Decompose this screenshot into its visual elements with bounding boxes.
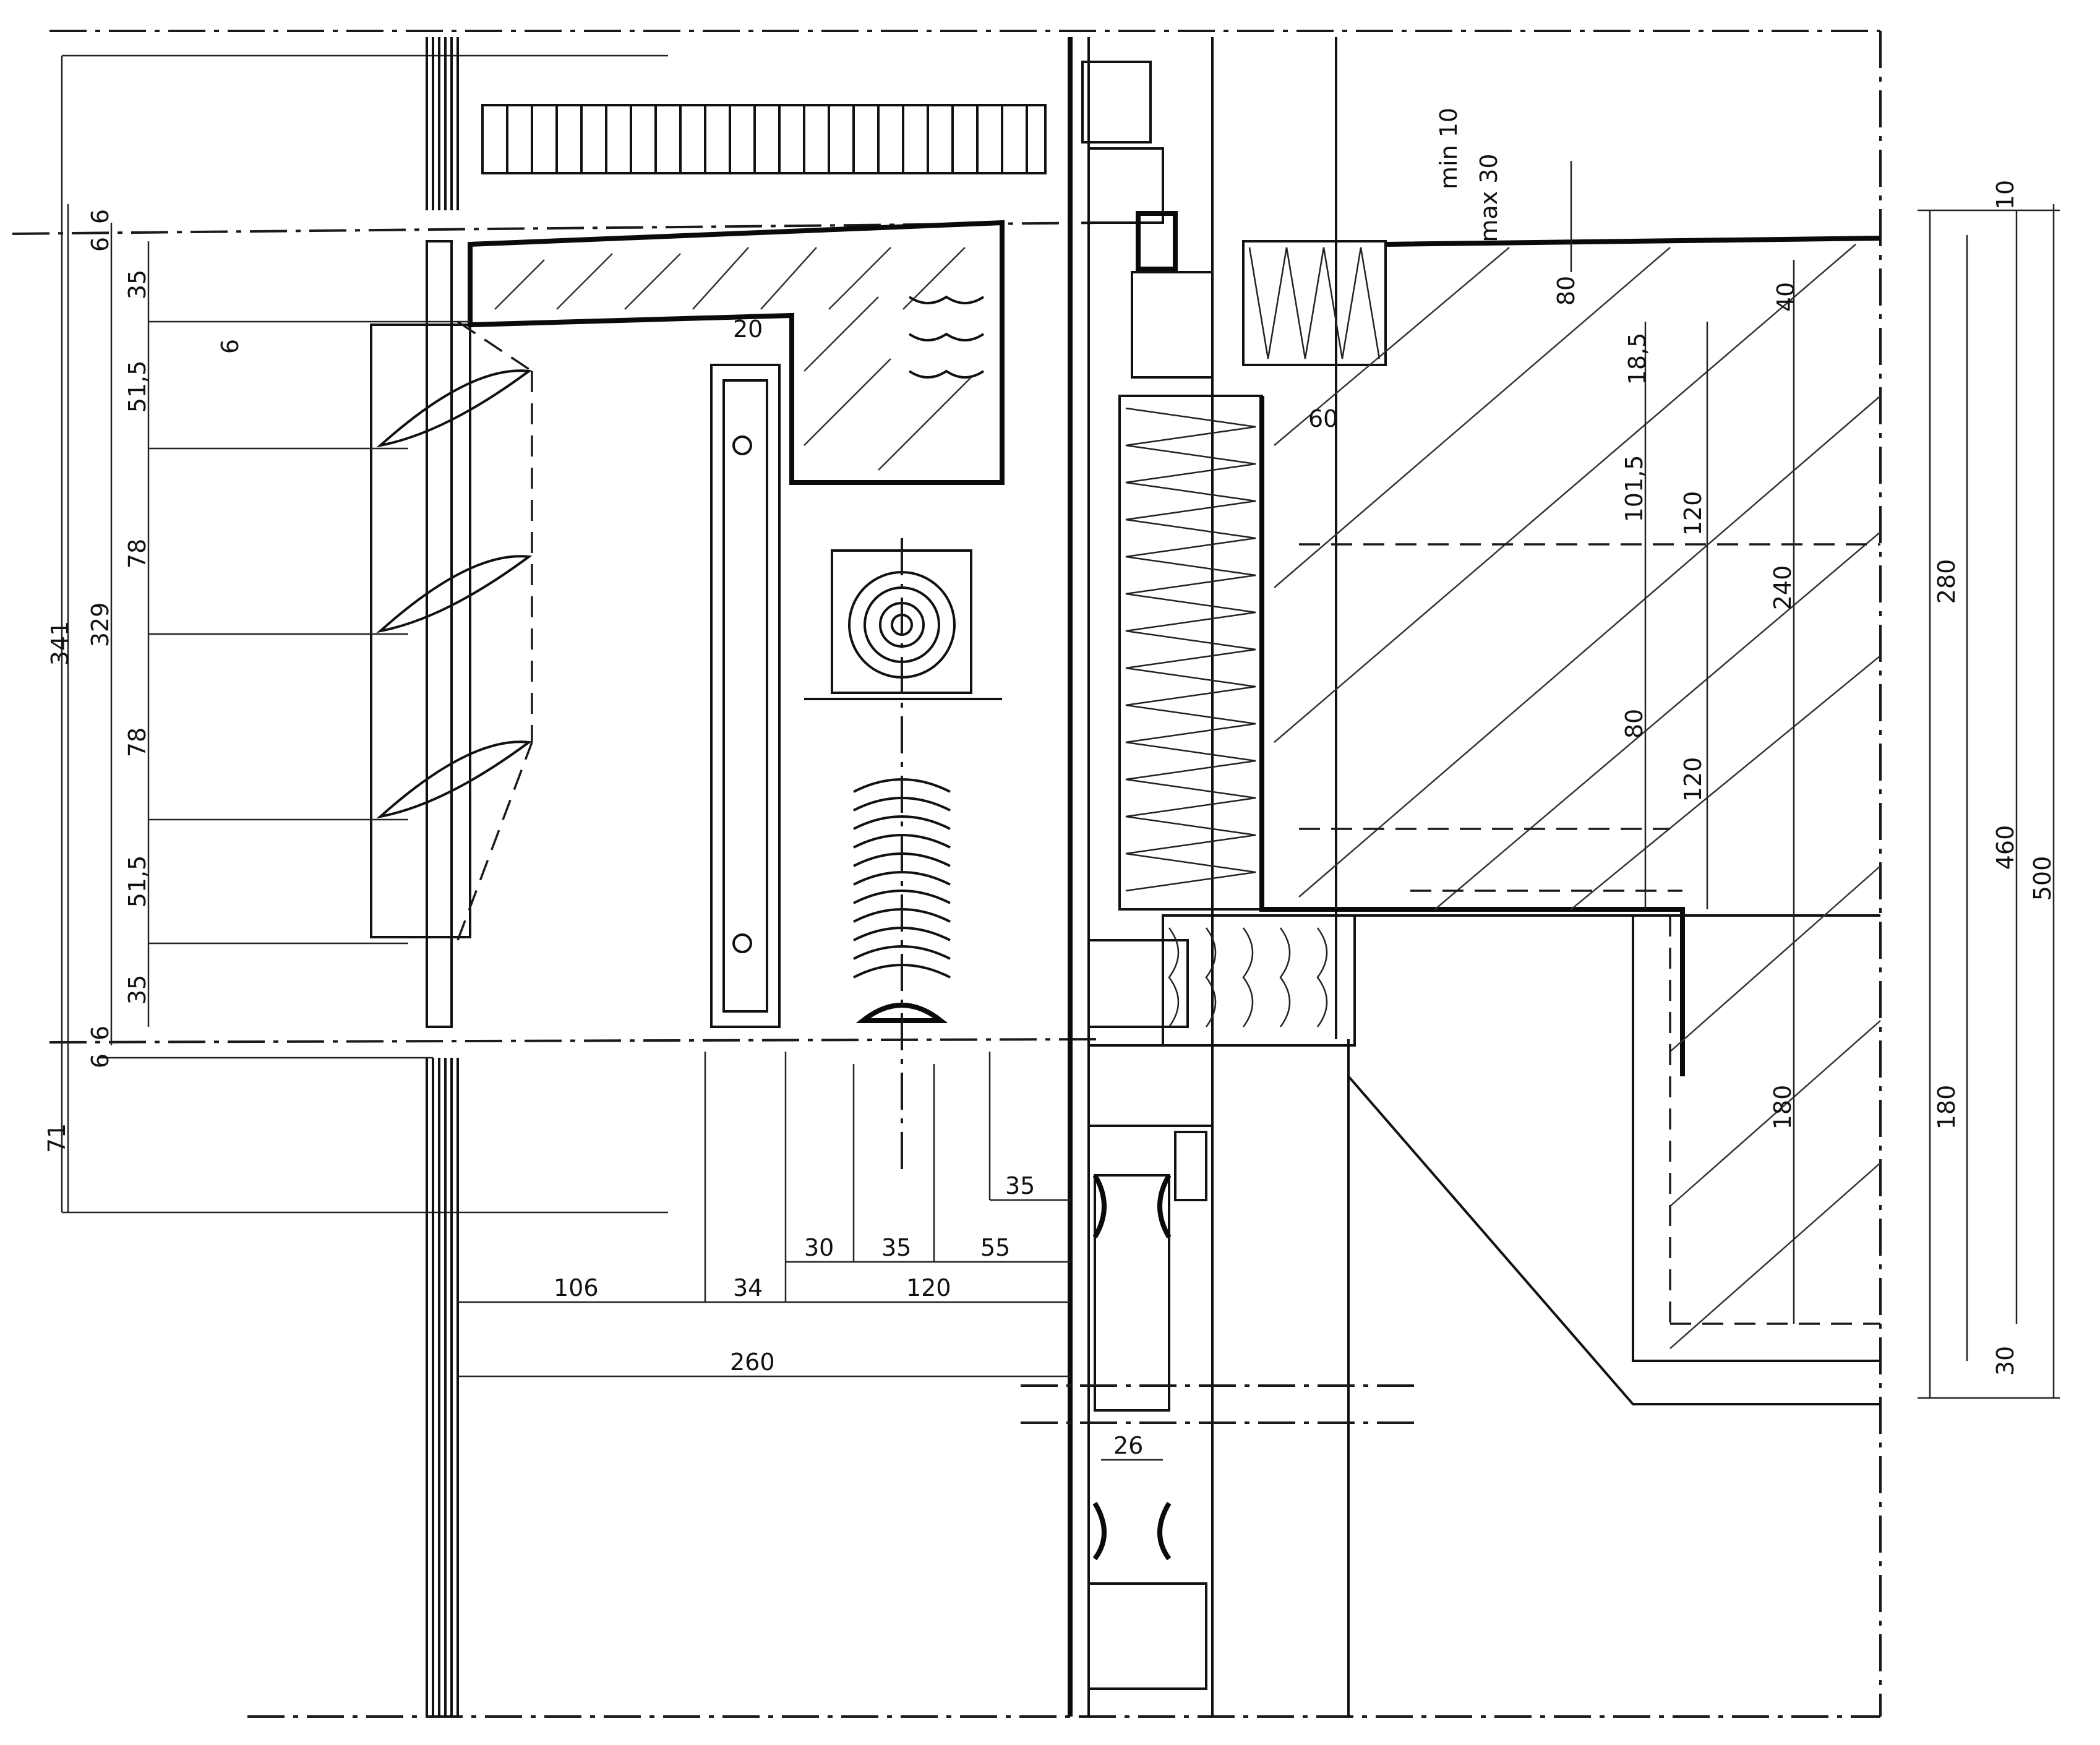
dim-6-top-b: 6 xyxy=(87,237,114,252)
dim-120-a: 120 xyxy=(1679,491,1707,536)
dim-78-a: 78 xyxy=(124,539,151,568)
dim-180-inner: 180 xyxy=(1769,1085,1796,1130)
dim-80-mid: 80 xyxy=(1621,709,1648,739)
dim-35-top: 35 xyxy=(124,270,151,299)
drawing-frame xyxy=(12,30,1882,1718)
dim-18-5: 18,5 xyxy=(1624,333,1651,385)
dim-71: 71 xyxy=(43,1123,71,1153)
dim-35-bottom: 35 xyxy=(124,975,151,1005)
top-grille xyxy=(481,104,1047,174)
dim-460: 460 xyxy=(1992,825,2019,870)
dim-6-small: 6 xyxy=(216,339,244,354)
dim-10: 10 xyxy=(1992,180,2019,210)
dim-120-bottom: 120 xyxy=(906,1274,951,1301)
dim-280: 280 xyxy=(1933,559,1960,604)
dim-35: 35 xyxy=(881,1234,911,1261)
dim-80-top: 80 xyxy=(1553,276,1580,306)
dim-260: 260 xyxy=(730,1348,775,1376)
left-dimension-lines xyxy=(67,204,470,1212)
dim-329: 329 xyxy=(87,602,114,648)
dim-500: 500 xyxy=(2029,856,2056,901)
dim-34: 34 xyxy=(733,1274,763,1301)
dim-78-b: 78 xyxy=(124,727,151,757)
dim-20: 20 xyxy=(733,315,763,343)
roller-motor xyxy=(804,538,1002,1175)
dim-6-bottom-b: 6 xyxy=(87,1053,114,1068)
dim-51-5-bottom: 51,5 xyxy=(124,855,151,908)
dim-55: 55 xyxy=(980,1234,1010,1261)
right-dimension-lines xyxy=(1570,161,2060,1399)
left-dimension-labels: 341 329 6 6 35 51,5 78 78 51,5 35 6 6 71… xyxy=(43,209,244,1153)
wall-insulation xyxy=(1118,240,1387,1047)
dim-30-right: 30 xyxy=(1992,1346,2019,1376)
dim-35-right: 35 xyxy=(1005,1172,1035,1199)
dim-180-outer: 180 xyxy=(1933,1085,1960,1130)
dim-101-5: 101,5 xyxy=(1621,455,1648,523)
dim-60: 60 xyxy=(1308,405,1338,432)
dim-min-10: min 10 xyxy=(1435,108,1462,189)
dim-6-top-a: 6 xyxy=(87,209,114,224)
left-post xyxy=(426,37,459,1717)
right-dimension-labels: min 10 max 30 80 18,5 40 60 101,5 120 24… xyxy=(1308,108,2056,1376)
dim-240: 240 xyxy=(1769,565,1796,611)
concrete-slab xyxy=(1259,236,1881,1405)
dim-341: 341 xyxy=(46,621,74,666)
dim-106: 106 xyxy=(554,1274,599,1301)
bottom-dimension-labels: 20 35 30 35 55 106 34 120 260 26 xyxy=(554,315,1143,1459)
dim-40: 40 xyxy=(1772,282,1799,312)
guide-channel xyxy=(710,364,781,1028)
head-insulation xyxy=(468,220,1005,485)
dim-6-bottom-a: 6 xyxy=(87,1026,114,1040)
louvre-assembly xyxy=(370,320,533,941)
dim-26: 26 xyxy=(1113,1432,1143,1459)
dim-max-30: max 30 xyxy=(1475,153,1502,242)
dim-120-b: 120 xyxy=(1679,757,1707,802)
bottom-dimension-lines xyxy=(458,1052,1163,1461)
window-frame xyxy=(1021,37,1423,1717)
dim-51-5-top: 51,5 xyxy=(124,361,151,413)
dim-30: 30 xyxy=(804,1234,834,1261)
